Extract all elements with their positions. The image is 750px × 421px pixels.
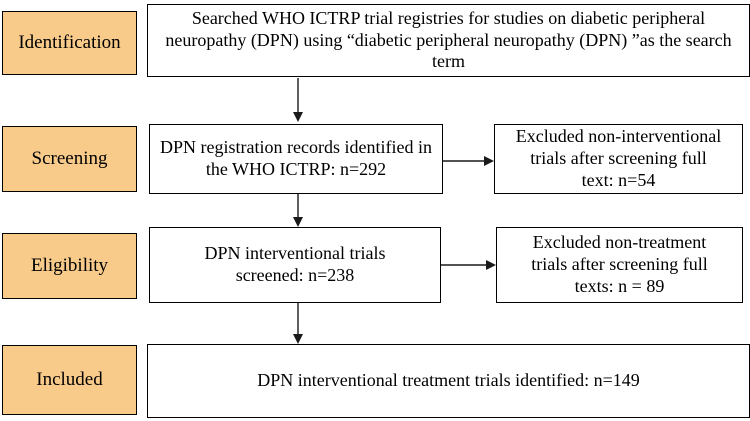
excluded-non-interventional-box: Excluded non-interventional trials after… bbox=[494, 124, 743, 194]
stage-identification-label: Identification bbox=[18, 32, 121, 54]
excluded-non-treatment-box: Excluded non-treatment trials after scre… bbox=[496, 227, 743, 303]
interventional-screened-box: DPN interventional trials screened: n=23… bbox=[149, 227, 441, 303]
records-box: DPN registration records identified in t… bbox=[149, 124, 443, 194]
stage-eligibility: Eligibility bbox=[2, 233, 137, 299]
included-trials-box: DPN interventional treatment trials iden… bbox=[147, 344, 750, 418]
records-text: DPN registration records identified in t… bbox=[160, 137, 432, 179]
excluded-non-interventional-text: Excluded non-interventional trials after… bbox=[515, 126, 722, 190]
included-trials-text: DPN interventional treatment trials iden… bbox=[257, 370, 640, 391]
stage-eligibility-label: Eligibility bbox=[30, 255, 109, 277]
interventional-screened-text: DPN interventional trials screened: n=23… bbox=[204, 243, 386, 285]
search-text: Searched WHO ICTRP trial registries for … bbox=[165, 7, 732, 72]
stage-included-label: Included bbox=[36, 369, 103, 391]
search-box: Searched WHO ICTRP trial registries for … bbox=[147, 4, 750, 77]
stage-screening-label: Screening bbox=[31, 148, 108, 170]
stage-included: Included bbox=[2, 345, 137, 415]
stage-screening: Screening bbox=[2, 126, 137, 192]
excluded-non-treatment-text: Excluded non-treatment trials after scre… bbox=[531, 232, 708, 296]
stage-identification: Identification bbox=[2, 11, 137, 75]
